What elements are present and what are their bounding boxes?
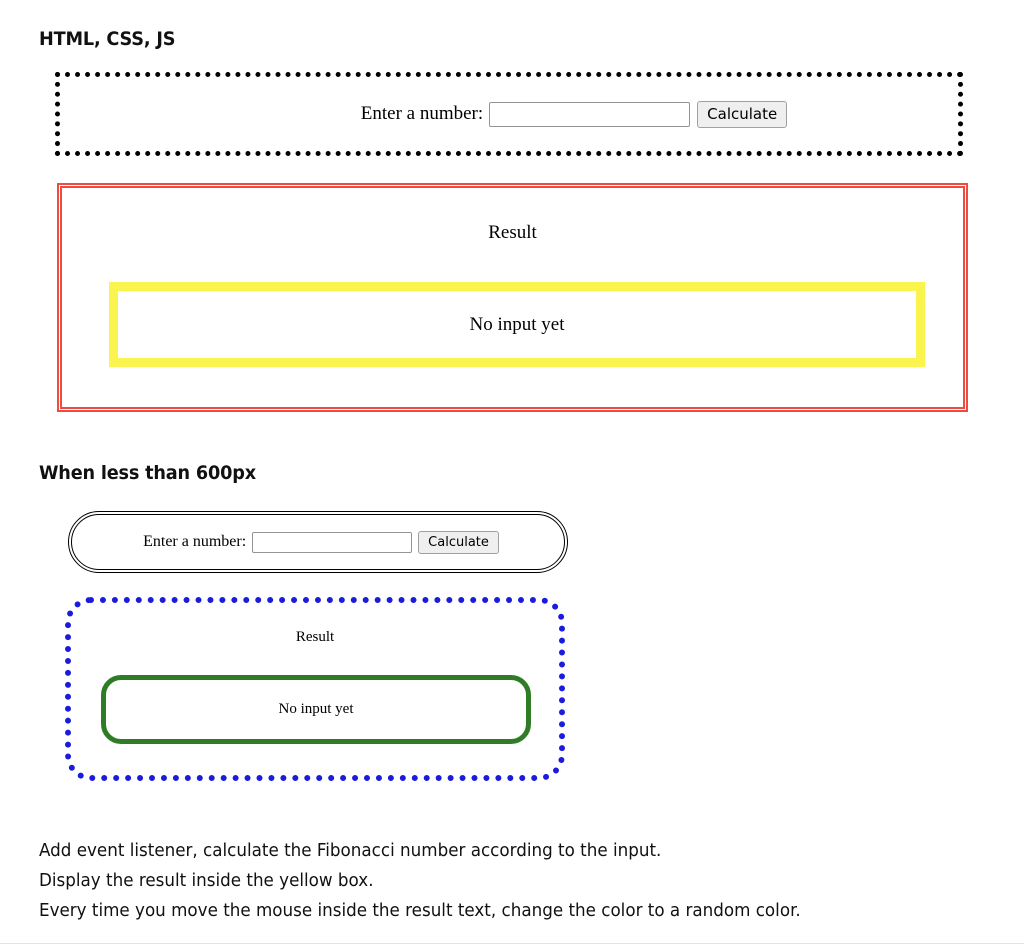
desktop-form-row: Enter a number: Calculate (360, 100, 788, 128)
mobile-result-value-text[interactable]: No input yet (278, 701, 354, 717)
desktop-calculate-button[interactable]: Calculate (697, 100, 788, 128)
mobile-number-input[interactable] (252, 531, 413, 553)
instruction-line-2: Display the result inside the yellow box… (39, 870, 374, 891)
mobile-calculate-button[interactable]: Calculate (418, 530, 499, 554)
desktop-result-value-box[interactable]: No input yet (109, 282, 925, 367)
instructions-block: Add event listener, calculate the Fibona… (39, 836, 999, 926)
mobile-number-label: Enter a number: (143, 533, 247, 550)
desktop-number-label: Enter a number: (360, 103, 484, 124)
instruction-line-3: Every time you move the mouse inside the… (39, 900, 801, 921)
desktop-number-input[interactable] (489, 101, 691, 127)
mobile-result-title: Result (295, 629, 335, 645)
mobile-form-container: Enter a number: Calculate (68, 511, 568, 573)
page-title-html-css-js: HTML, CSS, JS (39, 28, 176, 50)
desktop-result-title: Result (488, 222, 537, 243)
page-title-responsive-breakpoint: When less than 600px (39, 462, 256, 484)
mobile-result-value-box[interactable]: No input yet (101, 675, 531, 744)
desktop-form-container: Enter a number: Calculate (55, 72, 963, 156)
instruction-line-1: Add event listener, calculate the Fibona… (39, 840, 662, 861)
mobile-form-row: Enter a number: Calculate (143, 530, 499, 554)
desktop-result-value-text[interactable]: No input yet (469, 313, 565, 335)
mobile-result-panel: Result No input yet (65, 597, 565, 781)
desktop-result-panel: Result No input yet (57, 183, 968, 412)
